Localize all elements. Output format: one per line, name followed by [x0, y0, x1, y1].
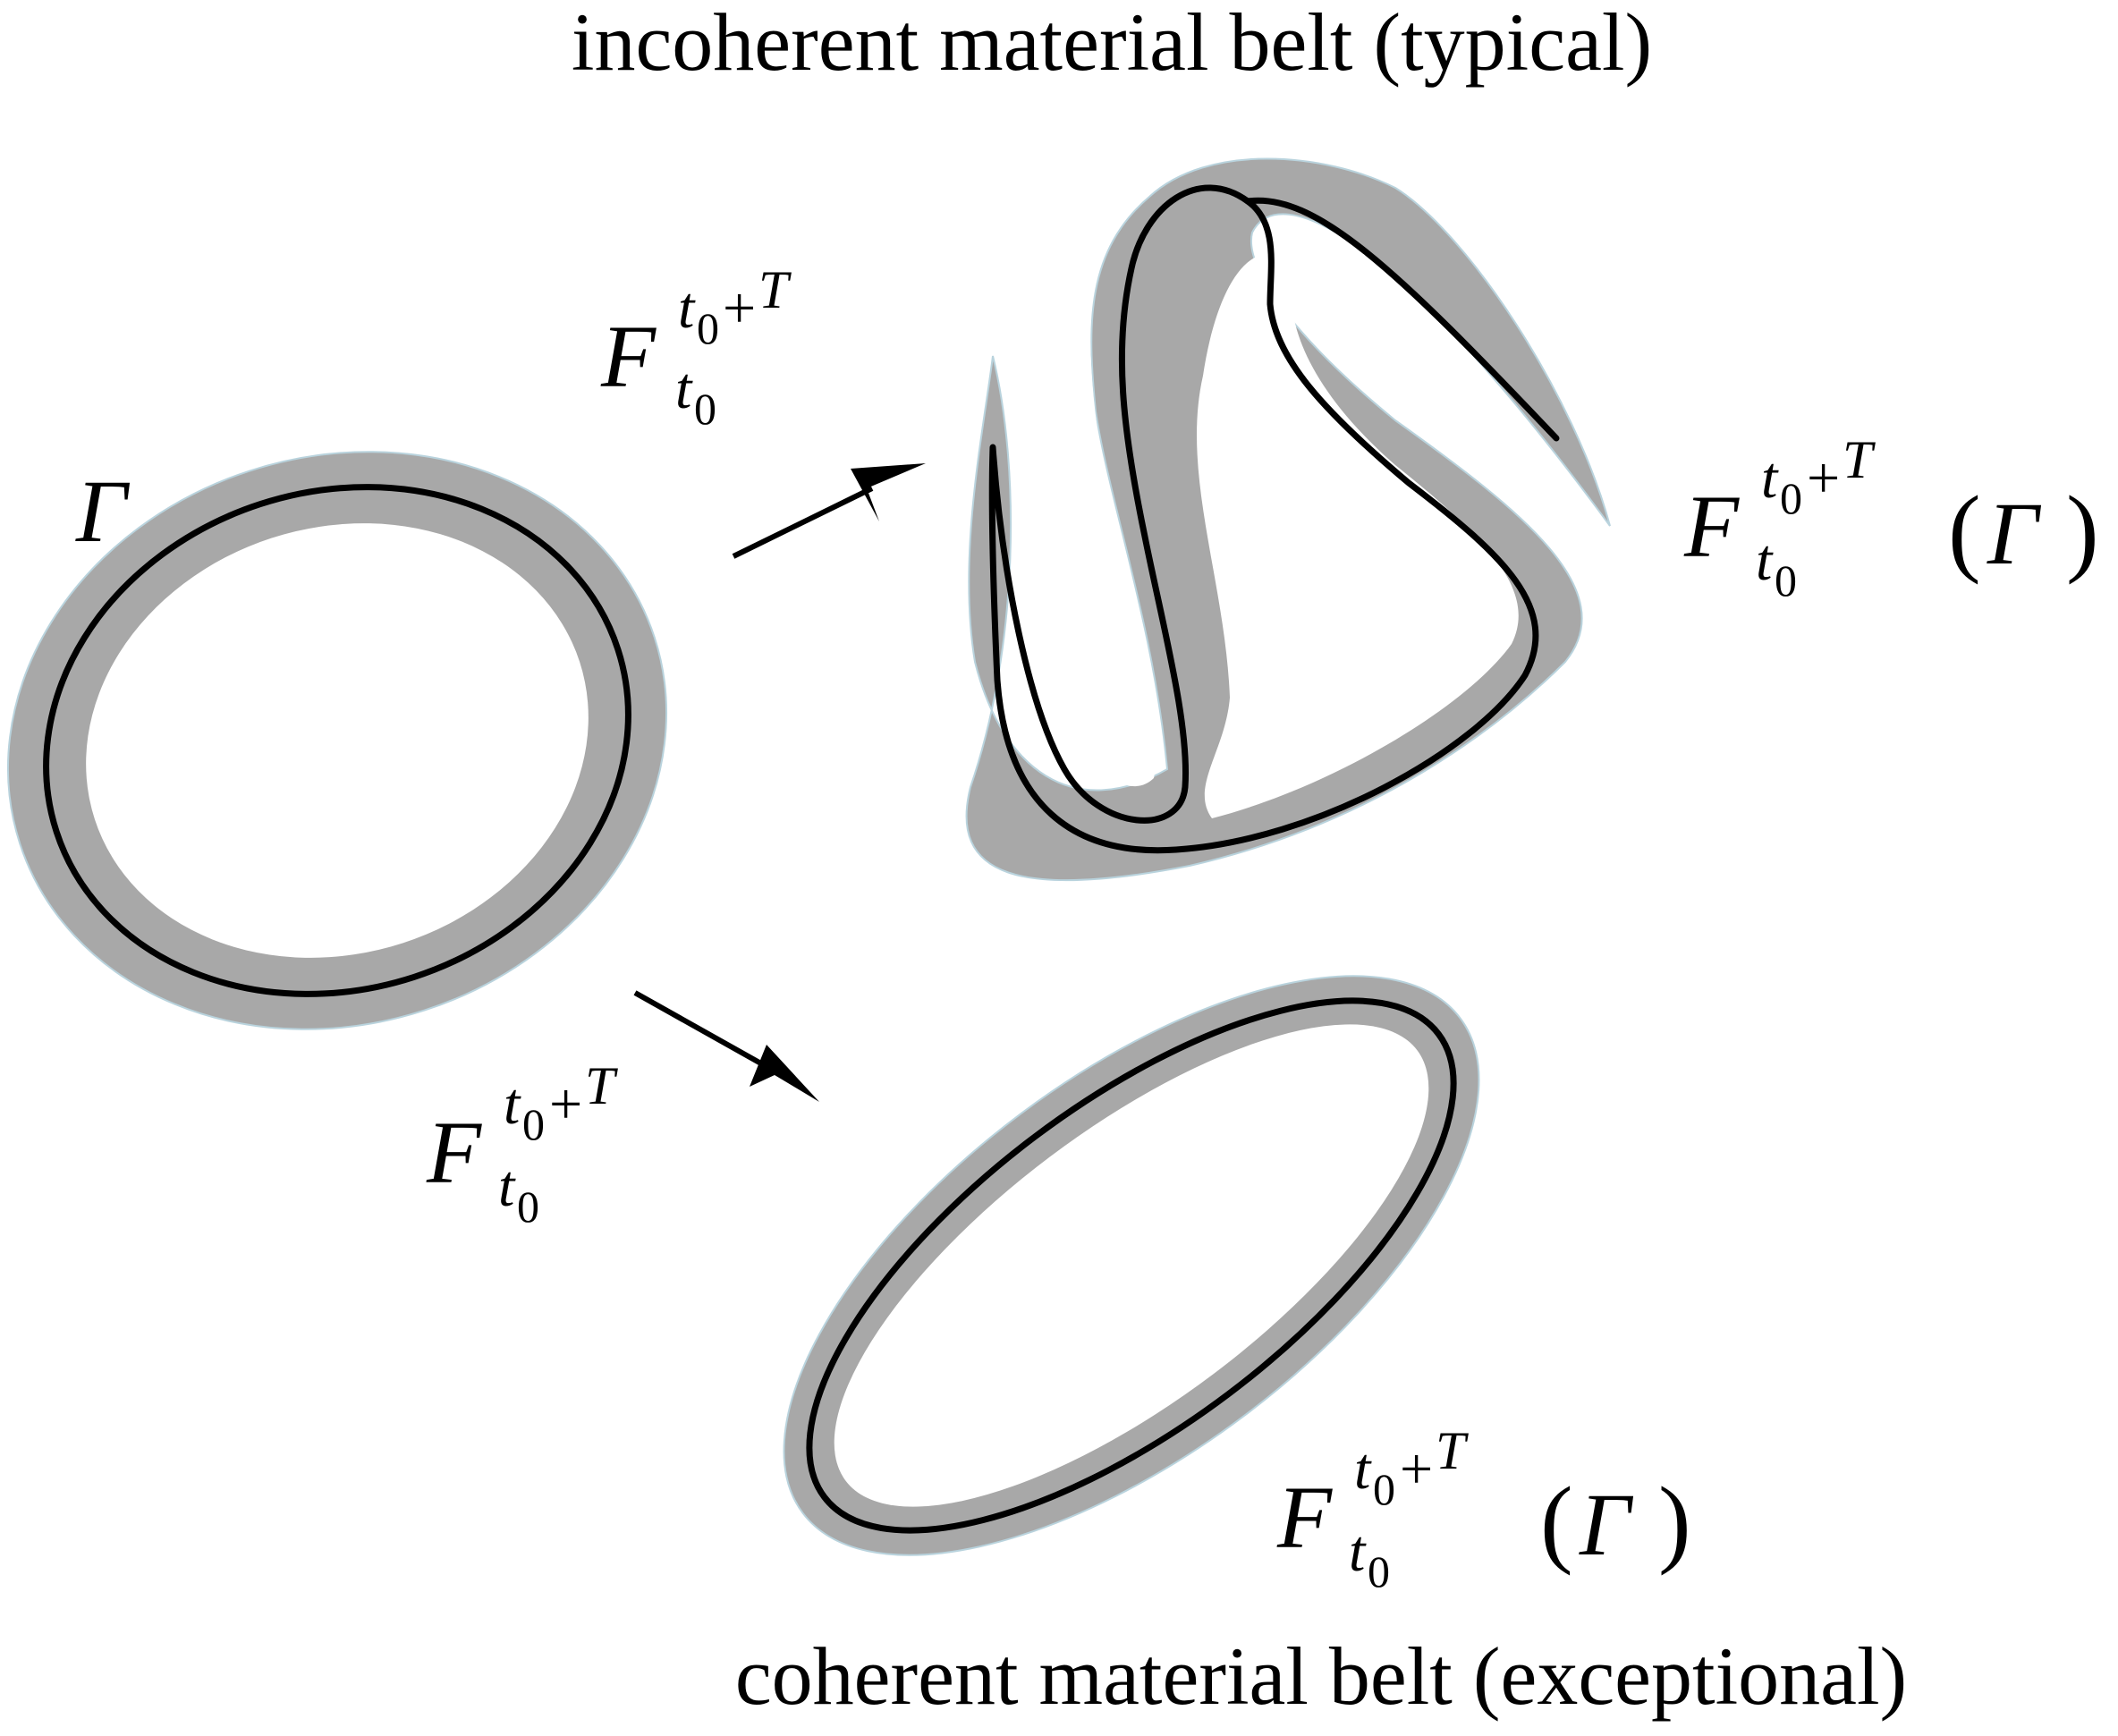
svg-text:t: t — [678, 275, 696, 341]
svg-text:t: t — [504, 1071, 521, 1137]
svg-text:T: T — [758, 260, 792, 319]
svg-text:0: 0 — [1373, 1464, 1395, 1514]
svg-text:t: t — [675, 356, 693, 421]
flow-map-label-lower: F t 0 t 0 + T — [426, 1056, 618, 1232]
svg-text:(: ( — [1540, 1467, 1573, 1576]
svg-text:T: T — [1436, 1421, 1469, 1480]
svg-text:): ) — [2066, 476, 2099, 585]
svg-text:Γ: Γ — [1579, 1475, 1634, 1574]
caption-incoherent: incoherent material belt (typical) — [572, 0, 1652, 88]
incoherent-result-label: F t 0 t 0 + T ( Γ ) — [1683, 430, 2099, 605]
svg-text:F: F — [600, 307, 657, 406]
initial-belt — [6, 451, 668, 1030]
svg-text:0: 0 — [1775, 555, 1797, 605]
coherent-belt-interior — [834, 1024, 1429, 1507]
advected-gamma-coherent — [806, 997, 1457, 1534]
svg-text:0: 0 — [517, 1181, 539, 1232]
svg-text:0: 0 — [522, 1099, 545, 1149]
svg-text:T: T — [1843, 430, 1876, 489]
caption-coherent: coherent material belt (exceptional) — [735, 1630, 1907, 1722]
svg-text:0: 0 — [694, 384, 716, 434]
flow-map-label-upper: F t 0 t 0 + T — [600, 260, 792, 434]
svg-text:t: t — [1349, 1519, 1367, 1584]
arrow-to-coherent — [633, 990, 819, 1102]
svg-text:t: t — [1761, 445, 1779, 511]
coherent-result-label: F t 0 t 0 + T ( Γ ) — [1276, 1421, 1691, 1596]
svg-text:Γ: Γ — [1987, 484, 2042, 583]
svg-text:t: t — [1354, 1436, 1372, 1502]
svg-text:t: t — [1756, 528, 1774, 593]
incoherent-belt-void-right — [1197, 253, 1519, 818]
svg-text:F: F — [1683, 477, 1740, 576]
svg-text:): ) — [1658, 1467, 1691, 1576]
initial-belt-interior — [86, 523, 589, 958]
svg-text:+: + — [723, 275, 756, 341]
svg-text:0: 0 — [1368, 1546, 1390, 1596]
coherent-belt — [783, 975, 1480, 1556]
svg-text:(: ( — [1948, 476, 1981, 585]
gamma-label: Γ — [75, 462, 131, 561]
advected-gamma-incoherent — [988, 184, 1539, 854]
incoherent-belt-void-left — [1020, 304, 1156, 787]
arrow-to-incoherent — [732, 463, 926, 559]
svg-text:+: + — [1400, 1436, 1433, 1502]
svg-text:F: F — [1276, 1468, 1333, 1567]
svg-text:F: F — [426, 1103, 482, 1202]
svg-text:T: T — [585, 1056, 618, 1115]
advected-gamma-incoherent-fold — [1244, 197, 1560, 442]
incoherent-belt — [965, 157, 1611, 882]
svg-text:0: 0 — [1780, 473, 1802, 523]
svg-text:+: + — [549, 1071, 582, 1137]
gamma-curve — [43, 484, 631, 997]
svg-text:0: 0 — [697, 303, 719, 353]
svg-text:t: t — [498, 1154, 516, 1219]
svg-text:+: + — [1807, 445, 1840, 511]
